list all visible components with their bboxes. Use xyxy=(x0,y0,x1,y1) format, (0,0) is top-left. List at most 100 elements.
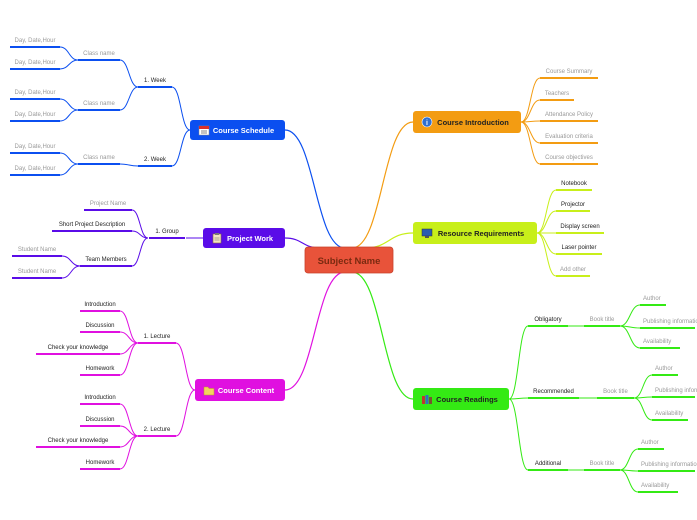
schedule-week-label: 1. Week xyxy=(144,78,167,84)
course-content-node[interactable]: Course Content xyxy=(195,379,285,401)
folder-icon xyxy=(203,386,215,396)
resource-item[interactable]: Add other xyxy=(556,267,590,277)
reading-group[interactable]: Obligatory xyxy=(528,317,568,327)
schedule-datetime-label: Day, Date,Hour xyxy=(15,166,56,172)
resource-item[interactable]: Display screen xyxy=(556,224,604,234)
book-detail[interactable]: Availability xyxy=(638,483,678,493)
reading-group[interactable]: Additional xyxy=(528,461,568,471)
book-detail[interactable]: Author xyxy=(638,440,664,450)
book-detail-label: Author xyxy=(655,366,673,372)
intro-item[interactable]: Course objectives xyxy=(540,155,598,165)
course-schedule-node[interactable]: Course Schedule xyxy=(190,120,285,140)
book-title[interactable]: Book title xyxy=(597,389,634,399)
book-detail-label: Availability xyxy=(641,483,669,489)
intro-item[interactable]: Teachers xyxy=(540,91,574,101)
connector-line xyxy=(284,129,346,249)
connector-line xyxy=(59,98,79,111)
team-members[interactable]: Team Members xyxy=(80,257,132,267)
connector-lines xyxy=(59,46,653,493)
schedule-class[interactable]: Class name xyxy=(78,155,120,165)
student-name[interactable]: Student Name xyxy=(12,247,62,257)
book-detail-label: Publishing information xyxy=(641,462,697,468)
intro-item-label: Course Summary xyxy=(546,69,593,75)
intro-item[interactable]: Course Summary xyxy=(540,69,598,79)
content-item[interactable]: Homework xyxy=(80,460,120,470)
schedule-datetime[interactable]: Day, Date,Hour xyxy=(10,60,60,70)
connector-line xyxy=(175,389,196,437)
connector-line xyxy=(131,230,149,239)
connector-line xyxy=(619,469,639,493)
content-item[interactable]: Introduction xyxy=(80,395,120,405)
intro-item[interactable]: Evaluation criteria xyxy=(540,134,598,144)
schedule-week[interactable]: 1. Week xyxy=(138,78,172,88)
book-detail[interactable]: Publishing information xyxy=(638,462,697,472)
course-content-node-label: Course Content xyxy=(218,386,275,395)
book-detail-label: Publishing information xyxy=(643,319,697,325)
connector-line xyxy=(119,425,139,437)
connector-line xyxy=(59,152,79,165)
resource-requirements-node[interactable]: Resource Requirements xyxy=(413,222,537,244)
content-item-label: Introduction xyxy=(84,302,115,308)
project-description[interactable]: Short Project Description xyxy=(52,222,132,232)
schedule-datetime[interactable]: Day, Date,Hour xyxy=(10,38,60,48)
connector-line xyxy=(508,398,529,471)
connector-line xyxy=(131,237,149,267)
content-item[interactable]: Discussion xyxy=(80,417,120,427)
content-item[interactable]: Homework xyxy=(80,366,120,376)
project-group-label: 1. Group xyxy=(155,229,179,235)
resource-item[interactable]: Projector xyxy=(556,202,590,212)
intro-item-label: Evaluation criteria xyxy=(545,134,593,140)
book-detail[interactable]: Author xyxy=(640,296,666,306)
book-detail[interactable]: Availability xyxy=(640,339,680,349)
book-detail[interactable]: Publishing information xyxy=(652,388,697,398)
connector-line xyxy=(536,232,557,255)
course-readings-node[interactable]: Course Readings xyxy=(413,388,509,410)
intro-item-label: Teachers xyxy=(545,91,569,97)
connector-line xyxy=(619,448,639,471)
reading-group[interactable]: Recommended xyxy=(528,389,579,399)
resource-item[interactable]: Notebook xyxy=(556,181,592,191)
schedule-class-label: Class name xyxy=(83,155,115,161)
info-icon: i xyxy=(421,116,433,128)
content-item[interactable]: Introduction xyxy=(80,302,120,312)
project-group[interactable]: 1. Group xyxy=(149,229,185,239)
book-detail-label: Author xyxy=(643,296,661,302)
schedule-datetime[interactable]: Day, Date,Hour xyxy=(10,112,60,122)
connector-line xyxy=(619,304,641,327)
book-detail[interactable]: Availability xyxy=(652,411,688,421)
connector-line xyxy=(61,255,81,267)
resource-item[interactable]: Laser pointer xyxy=(556,245,602,255)
connector-line xyxy=(119,310,139,344)
schedule-datetime[interactable]: Day, Date,Hour xyxy=(10,90,60,100)
book-detail[interactable]: Publishing information xyxy=(640,319,697,329)
book-title[interactable]: Book title xyxy=(584,317,620,327)
intro-item[interactable]: Attendance Policy xyxy=(540,112,598,122)
book-title-label: Book title xyxy=(603,389,628,395)
content-lecture[interactable]: 2. Lecture xyxy=(138,427,176,437)
book-detail-label: Availability xyxy=(643,339,671,345)
schedule-datetime[interactable]: Day, Date,Hour xyxy=(10,144,60,154)
content-item-label: Discussion xyxy=(85,417,114,423)
project-name[interactable]: Project Name xyxy=(84,201,132,211)
book-detail[interactable]: Author xyxy=(652,366,678,376)
center-topic[interactable]: Subject Name xyxy=(304,246,394,274)
connector-line xyxy=(171,86,191,131)
schedule-week[interactable]: 2. Week xyxy=(138,157,172,167)
connector-line xyxy=(284,237,321,249)
connector-line xyxy=(171,129,191,167)
content-lecture[interactable]: 1. Lecture xyxy=(138,334,176,344)
connector-line xyxy=(59,46,79,61)
resource-item-label: Display screen xyxy=(560,224,599,230)
schedule-class[interactable]: Class name xyxy=(78,51,120,61)
connector-line xyxy=(520,77,541,123)
project-work-node[interactable]: Project Work xyxy=(203,228,285,248)
content-item[interactable]: Check your knowledge xyxy=(36,345,120,355)
content-item[interactable]: Check your knowledge xyxy=(36,438,120,448)
content-item[interactable]: Discussion xyxy=(80,323,120,333)
schedule-class[interactable]: Class name xyxy=(78,101,120,111)
book-title[interactable]: Book title xyxy=(584,461,620,471)
student-name[interactable]: Student Name xyxy=(12,269,62,279)
reading-group-label: Recommended xyxy=(533,389,574,395)
schedule-datetime[interactable]: Day, Date,Hour xyxy=(10,166,60,176)
